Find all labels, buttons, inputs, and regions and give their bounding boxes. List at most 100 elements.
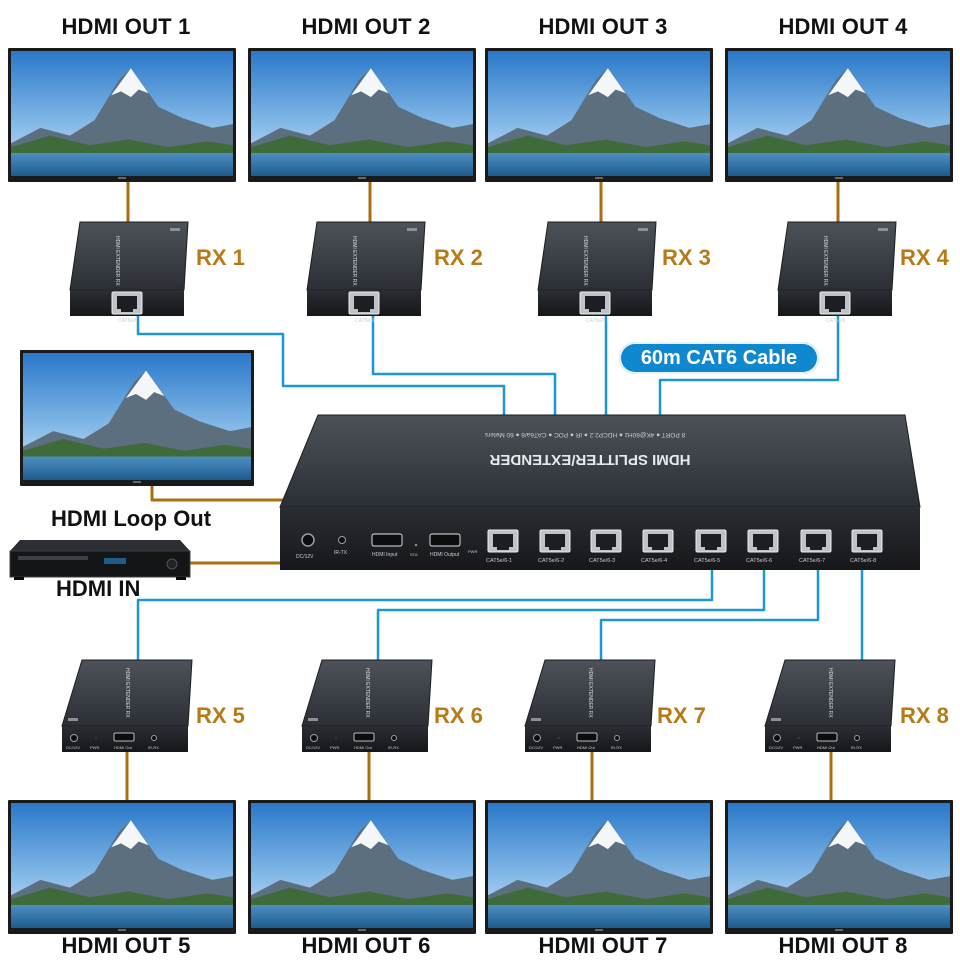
tv-screen-image [11, 51, 233, 176]
rx-label-4: RX 4 [900, 245, 949, 270]
splitter-irtx-label: IR-TX [334, 550, 348, 556]
rx-port-label: CAT5e/6 [355, 318, 375, 324]
rx-ir-jack [151, 735, 157, 741]
rx-pwr-label: PWR [793, 745, 802, 750]
rx-label-7: RX 7 [657, 703, 706, 728]
tv-out-5 [8, 800, 236, 934]
tv-screen-image [23, 353, 251, 480]
rx-dc-jack [533, 734, 541, 742]
tv-logo [133, 481, 141, 483]
mountain-lake-picture [11, 51, 233, 176]
rx-dc-jack [310, 734, 318, 742]
splitter-port-label-6: CAT5e/6-6 [746, 558, 772, 564]
tv-loop-out [20, 350, 254, 486]
rx-label-6: RX 6 [434, 703, 483, 728]
hdmi-loop-out-label: HDMI Loop Out [51, 506, 212, 531]
rx-brand-mark [68, 718, 78, 721]
rx-printed-title: HDMI EXTENDER RX [114, 236, 120, 286]
rx-ethernet-port [579, 291, 611, 315]
mountain-lake-picture [11, 803, 233, 928]
rx-port-label: CAT5e/6 [586, 318, 606, 324]
cat6-cable-6 [376, 565, 766, 680]
tv-out-3 [485, 48, 713, 182]
rx-brand-mark [308, 718, 318, 721]
splitter-port-label-5: CAT5e/6-5 [694, 558, 720, 564]
output-title-4: HDMI OUT 4 [778, 14, 908, 39]
splitter-hdmi-input-port [371, 533, 403, 547]
tv-out-6 [248, 800, 476, 934]
output-title-6: HDMI OUT 6 [301, 933, 431, 958]
player-foot-right [176, 577, 186, 580]
rx-ethernet-port [348, 291, 380, 315]
rx-pwr-label: PWR [553, 745, 562, 750]
player-foot-left [14, 577, 24, 580]
player-display [104, 558, 126, 564]
mountain-lake-picture [23, 353, 251, 480]
rx-brand-mark [531, 718, 541, 721]
rx-printed-title: HDMI EXTENDER RX [822, 236, 828, 286]
rx-brand-mark [170, 228, 180, 231]
mountain-lake-picture [251, 51, 473, 176]
rx-label-2: RX 2 [434, 245, 483, 270]
splitter-cat6-port-3 [590, 529, 622, 553]
splitter-cat6-port-4 [642, 529, 674, 553]
splitter-hdmi-output-label: HDMI Output [430, 552, 460, 558]
rx-hdmi-out-label: HDMI Out [817, 745, 836, 750]
rx-printed-title: HDMI EXTENDER RX [827, 668, 833, 718]
rx-port-label: CAT5e/6 [826, 318, 846, 324]
splitter-port-label-1: CAT5e/6-1 [486, 558, 512, 564]
rx-dc-label: DC/12V [306, 745, 320, 750]
rx-power-led [334, 736, 338, 740]
splitter-port-label-7: CAT5e/6-7 [799, 558, 825, 564]
splitter-cat6-port-1 [487, 529, 519, 553]
tv-logo [595, 177, 603, 179]
rx-brand-mark [878, 228, 888, 231]
splitter-port-label-3: CAT5e/6-3 [589, 558, 615, 564]
rx-brand-mark [771, 718, 781, 721]
rx-housing-top [306, 221, 426, 291]
receiver-rx8: HDMI EXTENDER RX DC/12V PWR HDMI Out IR-RX [764, 659, 896, 752]
player-knob [166, 558, 178, 570]
rx-hdmi-out-label: HDMI Out [577, 745, 596, 750]
rx-dc-label: DC/12V [529, 745, 543, 750]
rx-brand-mark [407, 228, 417, 231]
rx-brand-mark [638, 228, 648, 231]
bluray-player [9, 540, 191, 580]
player-front [9, 550, 191, 578]
hdmi-in-label: HDMI IN [56, 576, 141, 601]
rx-dc-label: DC/12V [769, 745, 783, 750]
tv-out-4 [725, 48, 953, 182]
splitter-hdmi-input-label: HDMI Input [372, 552, 398, 558]
splitter-sta-label: STA [410, 552, 418, 557]
rx-ethernet-port [819, 291, 851, 315]
rx-irrx-label: IR-RX [851, 745, 862, 750]
splitter-pwr-label: PWR [468, 549, 477, 554]
tv-logo [118, 177, 126, 179]
rx-label-8: RX 8 [900, 703, 949, 728]
rx-housing-top [777, 221, 897, 291]
splitter-printed-title: HDMI SPLITTER/EXTENDER [489, 451, 690, 468]
rx-dc-label: DC/12V [66, 745, 80, 750]
splitter-dc-label: DC/12V [296, 554, 314, 560]
receiver-rx4: HDMI EXTENDER RX CAT5e/6 [777, 221, 897, 324]
splitter-port-label-2: CAT5e/6-2 [538, 558, 564, 564]
rx-dc-jack [773, 734, 781, 742]
tv-logo [358, 929, 366, 931]
rx-printed-title: HDMI EXTENDER RX [364, 668, 370, 718]
rx-pwr-label: PWR [90, 745, 99, 750]
rx-ir-jack [614, 735, 620, 741]
cable-length-badge: 60m CAT6 Cable [619, 342, 819, 374]
tv-logo [118, 929, 126, 931]
tv-out-7 [485, 800, 713, 934]
player-disc-tray [18, 556, 88, 560]
output-title-7: HDMI OUT 7 [538, 933, 668, 958]
rx-power-led [557, 736, 561, 740]
mountain-lake-picture [728, 51, 950, 176]
rx-printed-title: HDMI EXTENDER RX [587, 668, 593, 718]
output-title-3: HDMI OUT 3 [538, 14, 668, 39]
